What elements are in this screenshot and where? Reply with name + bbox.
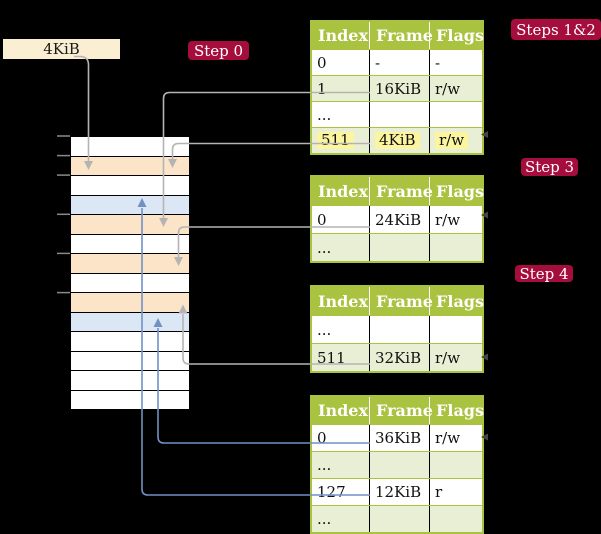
page-table-2-col-index: Index [318,181,369,201]
page-table-3-cell: r/w [429,344,482,371]
memory-frame-row-1-plain [71,137,189,157]
page-table-4-cell [369,506,429,532]
memory-frame-row-13-plain [71,371,189,391]
size-label: 4KiB [43,40,80,58]
badge-step-0: Step 0 [188,41,249,60]
page-table-3-col-index: Index [318,291,369,311]
page-table-4-cell: 127 [317,483,346,501]
memory-frame-row-5-pagetable [71,215,189,235]
page-table-1-cell: 16KiB [369,76,429,101]
page-table-1-col-frame: Frame [369,22,433,49]
page-table-1-cell: r/w [429,128,482,153]
page-table-1-col-flags: Flags [429,22,484,49]
page-table-4-col-frame: Frame [369,397,433,424]
page-table-1-col-index: Index [318,26,369,45]
page-table-4-col-index: Index [318,401,369,420]
memory-frame-row-7-pagetable [71,254,189,274]
page-table-2-row-...: ... [312,233,482,261]
memory-strip [70,136,190,410]
page-table-4-cell: 12KiB [369,479,429,505]
page-table-4-col-flags: Flags [429,397,484,424]
page-table-2-col-flags: Flags [429,177,484,205]
memory-frame-row-10-mapped [71,312,189,332]
highlighted-value: r/w [435,132,469,149]
page-table-3-cell: ... [317,320,332,339]
page-table-1-row-0: 0 -- [312,49,482,75]
page-table-4-row-...: ... [312,451,482,478]
page-table-1-row-511: 511 4KiB r/w [312,127,482,153]
page-table-4-cell: ... [317,510,332,528]
memory-frame-row-3-plain [71,176,189,196]
page-table-2-cell: 24KiB [369,206,429,233]
memory-frame-row-11-plain [71,332,189,352]
page-table-3-row-...: ... [312,315,482,343]
memory-frame-row-8-plain [71,273,189,293]
page-table-4-cell [369,452,429,478]
page-table-2-cell: ... [317,238,332,257]
page-table-2-cell: r/w [429,206,482,233]
page-table-2-cell: 0 [317,210,327,229]
memory-frame-row-2-pagetable [71,156,189,176]
highlighted-value: 4KiB [375,132,420,149]
page-table-4-cell [429,452,482,478]
size-label-box: 4KiB [3,39,120,59]
page-table-1-row-...: ... [312,101,482,127]
page-table-2-cell [369,234,429,261]
page-table-1-cell: r/w [429,76,482,101]
memory-frame-row-4-mapped [71,195,189,215]
page-table-1-cell [369,102,429,127]
page-table-1-cell: 4KiB [369,128,429,153]
page-table-1-cell: ... [317,105,332,124]
page-table-4-cell: ... [317,456,332,474]
page-table-3-cell: 511 [317,348,346,367]
page-table-3-col-flags: Flags [429,287,484,315]
page-table-3-cell [369,316,429,343]
badge-steps-1-2: Steps 1&2 [511,19,601,40]
page-table-4-cell: r/w [429,425,482,451]
memory-frame-row-9-pagetable [71,293,189,313]
page-table-1-cell: 511 [312,128,369,153]
badge-step-4: Step 4 [515,265,573,283]
page-table-3-cell [429,316,482,343]
page-table-3-cell: 32KiB [369,344,429,371]
page-table-4-cell: 36KiB [369,425,429,451]
badge-step-3: Step 3 [521,158,578,176]
page-table-3-col-frame: Frame [369,287,433,315]
page-table-1-cell: - [369,50,429,75]
memory-frame-row-6-plain [71,234,189,254]
page-table-2-cell [429,234,482,261]
page-table-4-cell: r [429,479,482,505]
page-table-4-cell: 0 [317,429,327,447]
memory-frame-row-12-plain [71,351,189,371]
page-table-1-cell: - [429,50,482,75]
page-table-4-cell [429,506,482,532]
page-table-1-cell: 1 [317,79,327,98]
page-table-1-cell [429,102,482,127]
highlighted-value: 511 [317,132,354,149]
page-table-2-col-frame: Frame [369,177,433,205]
page-table-1-cell: 0 [317,53,327,72]
memory-frame-row-14-plain [71,390,189,409]
